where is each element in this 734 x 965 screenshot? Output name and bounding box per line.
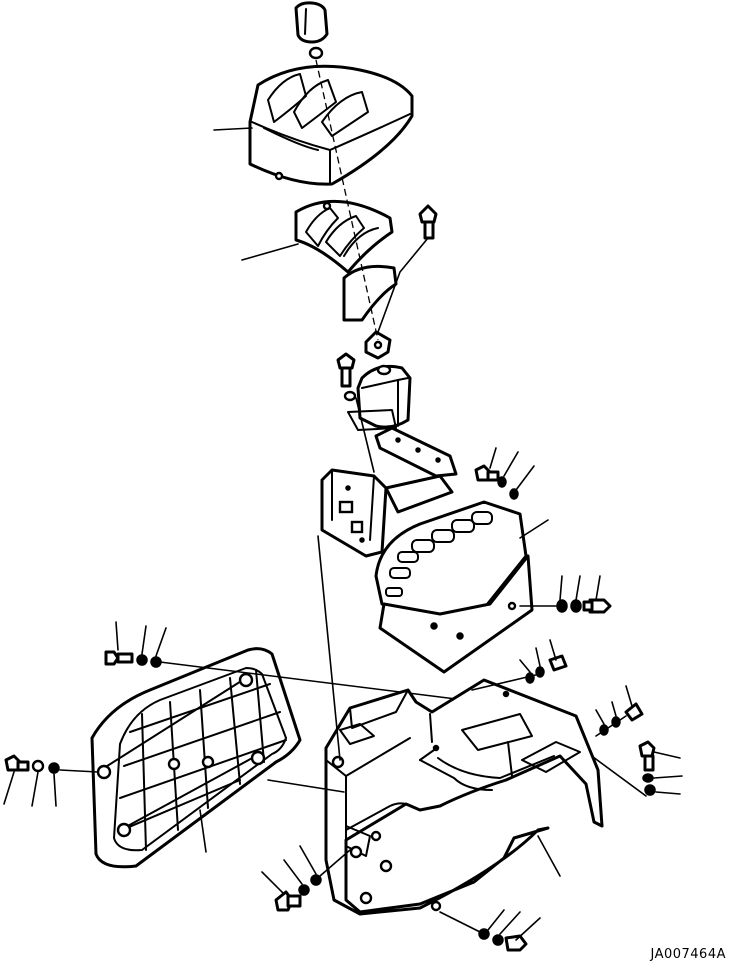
fastener-set-frame [474,464,519,500]
drawing-code: JA007464A [650,947,726,962]
lever-knob [294,1,329,60]
bolt-upper-right [418,204,438,240]
fastener-set-left [4,754,60,774]
leader-switch-panel [519,519,549,539]
fastener-set-bottom-right [478,928,528,952]
fastener-set-panel [556,598,612,614]
bolt-far-right [638,740,656,796]
side-plate [90,647,302,869]
leader-upper-cover [213,127,253,131]
switch-housing [347,364,412,431]
leader-side-plate [199,809,207,853]
fastener-set-top-left [104,650,162,668]
axis-line-lever [315,59,379,341]
leader-cover-plate [241,243,299,261]
console-body [324,678,604,916]
bolt-mid-left [336,352,357,402]
lever-bracket [364,330,392,360]
cover-plate [294,199,394,274]
switch-panel [374,500,534,674]
hinge-bracket [374,426,458,478]
console-frame [320,468,454,558]
fastener-set-mid [525,654,568,684]
leader-console-body [537,835,561,877]
lever-boot [342,264,398,322]
